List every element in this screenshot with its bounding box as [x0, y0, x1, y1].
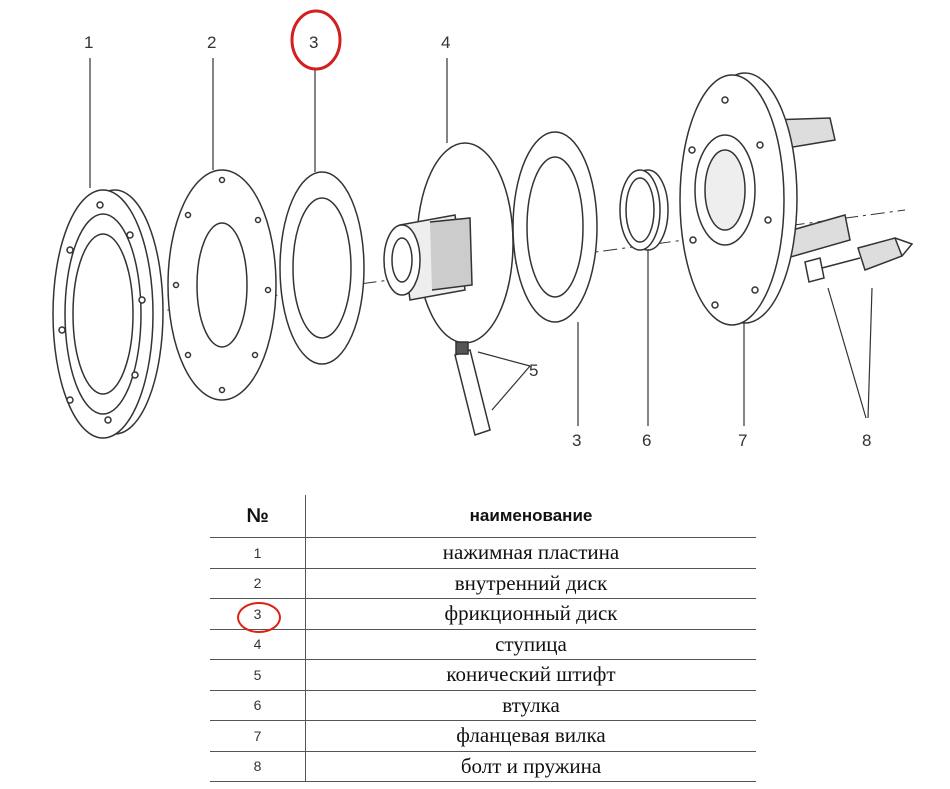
label-5: 5: [529, 361, 538, 380]
row-number: 6: [210, 690, 306, 721]
label-8: 8: [862, 431, 871, 450]
row-name: нажимная пластина: [305, 537, 756, 569]
exploded-view-drawing: 1 2 3 4 5 3 6 7 8: [52, 9, 914, 450]
part-3-friction-disk: [279, 171, 365, 365]
label-7: 7: [738, 431, 747, 450]
label-2: 2: [207, 33, 216, 52]
row-name: болт и пружина: [305, 751, 756, 782]
header-number: №: [210, 495, 306, 538]
part-5-taper-pin: [454, 341, 491, 436]
part-7-flange-yoke: [679, 72, 851, 326]
label-3b: 3: [572, 431, 581, 450]
row-name: фрикционный диск: [305, 598, 756, 630]
part-6-bushing: [619, 169, 669, 251]
row-number: 2: [210, 568, 306, 599]
label-3: 3: [309, 33, 318, 52]
row-number: 4: [210, 629, 306, 660]
row-number: 1: [210, 537, 306, 569]
row-name: внутренний диск: [305, 568, 756, 599]
label-6: 6: [642, 431, 651, 450]
label-1: 1: [84, 33, 93, 52]
row-name: фланцевая вилка: [305, 720, 756, 752]
row-name: ступица: [305, 629, 756, 660]
highlight-circle-part-3: [290, 9, 342, 71]
highlight-circle-row-3: [237, 602, 281, 633]
part-4-hub: [383, 142, 514, 344]
row-name: конический штифт: [305, 659, 756, 691]
part-8-bolt-and-spring: [804, 237, 914, 283]
header-name: наименование: [305, 495, 756, 538]
row-name: втулка: [305, 690, 756, 721]
part-2-inner-disk: [167, 169, 277, 401]
part-3-friction-disk-2: [512, 131, 598, 323]
table-header: № наименование: [210, 495, 756, 538]
row-number: 5: [210, 659, 306, 691]
leader-lines: [89, 58, 873, 426]
row-number: 8: [210, 751, 306, 782]
label-4: 4: [441, 33, 450, 52]
part-1-pressure-plate: [52, 189, 164, 439]
row-number: 7: [210, 720, 306, 752]
